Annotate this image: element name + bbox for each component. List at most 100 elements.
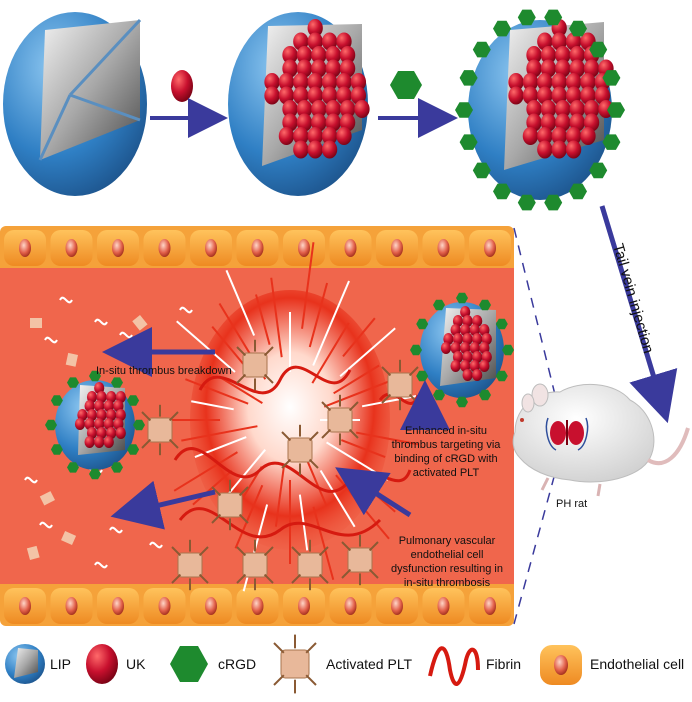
activated-platelet: [327, 407, 353, 433]
uk-particle: [84, 418, 95, 430]
crgd-particle: [495, 318, 508, 330]
uk-particle: [452, 333, 464, 345]
cell-nucleus: [484, 597, 496, 615]
uk-particle: [307, 140, 323, 159]
platelet-pseudopod: [341, 568, 352, 579]
platelet-pseudopod: [273, 674, 285, 686]
uk-particle: [522, 127, 539, 145]
fibrin-icon: [428, 646, 480, 686]
uk-icon: [86, 644, 118, 684]
crgd-particle: [416, 370, 429, 382]
uk-particle: [282, 113, 298, 132]
cell-nucleus: [205, 597, 217, 615]
uk-particle: [325, 46, 341, 64]
uk-particle: [460, 360, 471, 372]
platelet-pseudopod: [305, 674, 317, 686]
fibrin-strand: [323, 378, 395, 408]
uk-particle: [551, 86, 567, 105]
crgd-particle: [459, 134, 478, 150]
uk-particle: [443, 333, 454, 345]
platelet-pseudopod: [291, 546, 302, 557]
cell-nucleus: [19, 597, 31, 615]
fibrin-strand: [311, 322, 350, 384]
platelet-fragment: [132, 315, 148, 331]
uk-particle: [296, 113, 313, 132]
crgd-particle: [602, 134, 621, 150]
platelet-pseudopod: [348, 428, 359, 439]
uk-particle: [569, 100, 585, 118]
zoom-line-bottom: [513, 454, 561, 625]
uk-particle: [77, 409, 88, 421]
uk-particle: [339, 46, 356, 64]
uk-particle: [296, 59, 313, 78]
liposome-right-in-vessel: [410, 292, 514, 408]
uk-particle: [551, 73, 567, 91]
uk-particle: [508, 86, 524, 105]
crgd-particle: [455, 102, 473, 118]
lip-icon: [5, 644, 45, 684]
fibrin-strand: [342, 317, 376, 358]
uk-particle: [583, 100, 600, 118]
crgd-particle: [459, 70, 478, 86]
uk-particle: [339, 113, 356, 132]
uk-particle: [115, 391, 126, 403]
crgd-modified-liposome: [455, 9, 625, 211]
uk-particle: [325, 113, 341, 132]
uk-particle: [113, 418, 124, 430]
uk-particle: [526, 46, 542, 64]
uk-particle: [472, 351, 483, 363]
crgd-particle: [50, 444, 63, 455]
uk-particle: [522, 86, 539, 105]
uk-particle: [296, 46, 313, 64]
platelet-fragment: [39, 491, 56, 506]
uk-particle: [321, 86, 338, 105]
uk-particle: [311, 46, 327, 64]
uk-particle: [350, 86, 367, 105]
fibrin-fragment: [179, 306, 193, 314]
uk-particle: [551, 32, 567, 51]
uk-particle: [94, 436, 105, 448]
uk-particle: [293, 86, 309, 105]
uk-particle: [481, 333, 492, 345]
uk-particle: [311, 113, 327, 132]
crgd-particle: [456, 292, 468, 304]
uk-particle: [462, 369, 473, 381]
uk-particle: [450, 342, 461, 354]
fibrin-fragment: [39, 521, 53, 529]
platelet-pseudopod: [318, 546, 329, 557]
uk-particle: [282, 100, 298, 118]
fibrin-fragment: [94, 561, 108, 569]
platelet-pseudopod: [321, 401, 332, 412]
uk-particle: [565, 86, 582, 105]
fibrin-strand: [312, 506, 335, 581]
uk-particle: [293, 140, 309, 159]
cell-nucleus: [391, 239, 403, 257]
uk-particle: [594, 86, 611, 105]
uk-particle: [282, 59, 298, 78]
uk-particle: [481, 351, 492, 363]
crgd-particle: [602, 70, 621, 86]
crgd-particle: [589, 162, 608, 179]
platelet-pseudopod: [318, 573, 329, 584]
uk-particle: [296, 100, 313, 118]
uk-particle: [479, 324, 490, 336]
platelet-pseudopod: [321, 428, 332, 439]
cell-nucleus: [298, 597, 310, 615]
uk-particle: [278, 127, 295, 145]
uk-particle: [537, 86, 553, 105]
crgd-particle: [517, 9, 536, 26]
platelet-pseudopod: [171, 573, 182, 584]
uk-particle: [106, 427, 117, 439]
platelet-pseudopod: [381, 393, 392, 404]
fibrin-strand: [173, 451, 238, 492]
platelet-pseudopod: [236, 373, 247, 384]
crgd-particle: [416, 318, 429, 330]
uk-particle: [472, 315, 483, 327]
uk-particle: [460, 342, 471, 354]
platelet-pseudopod: [308, 431, 319, 442]
uk-particle: [540, 100, 557, 118]
cell-nucleus: [344, 597, 357, 615]
uk-particle: [540, 46, 557, 64]
uk-particle: [336, 86, 352, 105]
uk-particle: [307, 19, 323, 37]
